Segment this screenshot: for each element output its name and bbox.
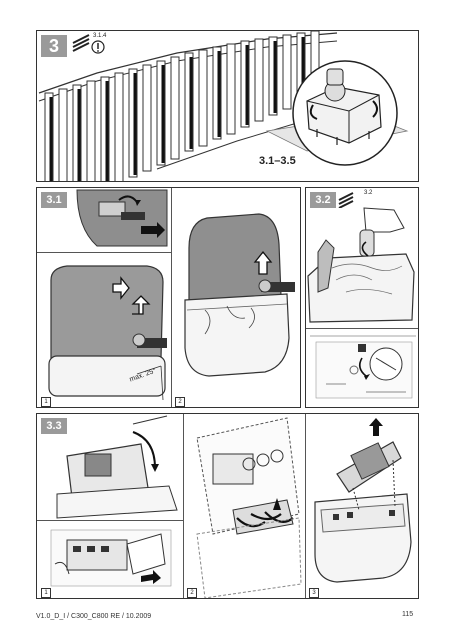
step-badge-3-1: 3.1 [41, 192, 67, 208]
sub-step-3: 3 [309, 588, 319, 598]
sub-step-1: 1 [41, 397, 51, 407]
document-footer-id: V1.0_D_I / C300_C800 RE / 10.2009 [36, 613, 152, 620]
panel-divider-horizontal [37, 520, 183, 521]
cover-removal-illustration [307, 207, 416, 399]
panel-step-3-2: 3.2 3.2 [305, 187, 419, 408]
ref-number: 3.1.4 [93, 33, 107, 39]
panel-divider-vertical [183, 414, 184, 598]
board-removal-illustration [50, 415, 412, 598]
step-badge-3-2: 3.2 [310, 192, 336, 208]
sub-step-2: 2 [175, 397, 185, 407]
panel-divider-vertical [305, 414, 306, 598]
ref-number: 3.2 [364, 190, 373, 196]
warning-stripes-icon [338, 192, 354, 208]
step-badge-3: 3 [41, 35, 67, 57]
panel-step-3-1: 3.1 max. 25° 1 2 [36, 187, 301, 408]
step-range-label: 3.1–3.5 [259, 155, 296, 167]
panel-step-3-3: 3.3 1 2 3 [36, 413, 419, 599]
sub-step-1: 1 [41, 588, 51, 598]
panel-divider-horizontal [306, 328, 418, 329]
sub-step-2: 2 [187, 588, 197, 598]
step-badge-3-3: 3.3 [41, 418, 67, 434]
unlock-key-illustration [48, 189, 295, 401]
warning-icon [72, 34, 105, 54]
panel-divider-horizontal [37, 252, 171, 253]
page-number: 115 [402, 611, 414, 618]
panel-divider-vertical [171, 188, 172, 407]
fence-gate-illustration [38, 31, 409, 181]
panel-step-3: 3 3.1.4 [36, 30, 419, 182]
